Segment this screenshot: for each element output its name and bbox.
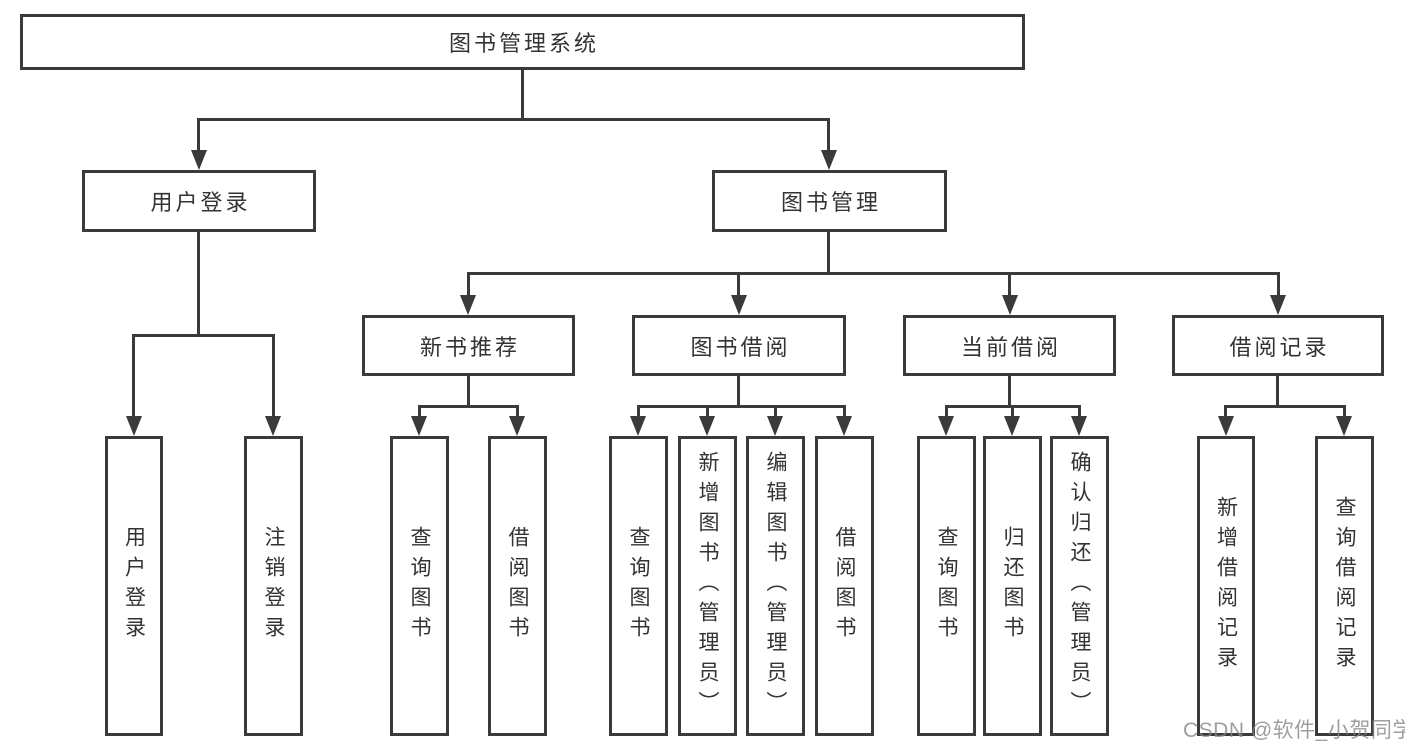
- connector-drop-book-mgmt: [827, 118, 830, 152]
- connector-bb-bus: [637, 405, 845, 408]
- leaf-borrowing-borrow-books: 借阅图书: [815, 436, 874, 736]
- leaf-edit-books-admin-label: 编辑图书（管理员）: [764, 451, 787, 721]
- connector-drop-cb-return: [1011, 405, 1014, 418]
- leaf-borrowing-query-books: 查询图书: [609, 436, 668, 736]
- leaf-recommend-query-books-label: 查询图书: [408, 526, 431, 646]
- arrowhead-leaf-logout: [265, 416, 281, 436]
- leaf-user-login-label: 用户登录: [122, 526, 146, 646]
- arrowhead-cb-confirm: [1071, 416, 1087, 436]
- arrowhead-cb-query: [938, 416, 954, 436]
- arrowhead-new-book-rec: [460, 295, 476, 315]
- leaf-current-query-books: 查询图书: [917, 436, 976, 736]
- leaf-confirm-return-admin-label: 确认归还（管理员）: [1068, 451, 1091, 721]
- arrowhead-bb-query: [630, 416, 646, 436]
- connector-nbr-stem: [467, 375, 470, 407]
- leaf-edit-books-admin: 编辑图书（管理员）: [746, 436, 805, 736]
- leaf-add-books-admin-label: 新增图书（管理员）: [696, 451, 719, 721]
- leaf-confirm-return-admin: 确认归还（管理员）: [1050, 436, 1109, 736]
- leaf-recommend-borrow-books: 借阅图书: [488, 436, 547, 736]
- arrowhead-br-query: [1336, 416, 1352, 436]
- connector-cb-stem: [1008, 375, 1011, 407]
- arrowhead-bb-add: [699, 416, 715, 436]
- leaf-query-borrow-record-label: 查询借阅记录: [1333, 496, 1356, 676]
- leaf-return-books: 归还图书: [983, 436, 1042, 736]
- leaf-borrowing-borrow-books-label: 借阅图书: [833, 526, 856, 646]
- connector-drop-bb-edit: [774, 405, 777, 418]
- connector-drop-book-borrow: [737, 272, 740, 297]
- connector-nbr-bus: [418, 405, 519, 408]
- arrowhead-cb-return: [1004, 416, 1020, 436]
- node-user-login: 用户登录: [82, 170, 316, 232]
- connector-drop-bb-add: [706, 405, 709, 418]
- arrowhead-nbr-query: [411, 416, 427, 436]
- leaf-logout: 注销登录: [244, 436, 303, 736]
- arrowhead-nbr-borrow: [509, 416, 525, 436]
- connector-drop-current-borrow: [1008, 272, 1011, 297]
- connector-drop-bb-borrow: [843, 405, 846, 418]
- arrowhead-current-borrow: [1002, 295, 1018, 315]
- connector-book-mgmt-stem: [827, 231, 830, 274]
- leaf-recommend-query-books: 查询图书: [390, 436, 449, 736]
- arrowhead-borrow-records: [1270, 295, 1286, 315]
- connector-root-stem: [521, 69, 524, 120]
- connector-user-login-stem: [197, 231, 200, 336]
- connector-drop-br-query: [1343, 405, 1346, 418]
- connector-drop-cb-query: [945, 405, 948, 418]
- arrowhead-leaf-user-login: [126, 416, 142, 436]
- node-book-management: 图书管理: [712, 170, 947, 232]
- leaf-logout-label: 注销登录: [262, 526, 285, 646]
- connector-drop-user-login: [197, 118, 200, 152]
- node-library-management-system: 图书管理系统: [20, 14, 1025, 70]
- node-book-borrowing: 图书借阅: [632, 315, 846, 376]
- watermark: CSDN @软件_小贺同学: [1183, 719, 1405, 742]
- connector-drop-nbr-query: [418, 405, 421, 418]
- connector-drop-borrow-records: [1277, 272, 1280, 297]
- connector-drop-cb-confirm: [1078, 405, 1081, 418]
- leaf-add-books-admin: 新增图书（管理员）: [678, 436, 737, 736]
- node-new-book-recommend: 新书推荐: [362, 315, 575, 376]
- node-current-borrowing: 当前借阅: [903, 315, 1116, 376]
- arrowhead-br-add: [1218, 416, 1234, 436]
- arrowhead-user-login: [191, 150, 207, 170]
- leaf-add-borrow-record-label: 新增借阅记录: [1214, 496, 1238, 676]
- leaf-current-query-books-label: 查询图书: [935, 526, 958, 646]
- arrowhead-book-mgmt: [821, 150, 837, 170]
- connector-br-bus: [1224, 405, 1345, 408]
- connector-drop-nbr-borrow: [516, 405, 519, 418]
- leaf-recommend-borrow-books-label: 借阅图书: [506, 526, 529, 646]
- leaf-return-books-label: 归还图书: [1001, 526, 1024, 646]
- arrowhead-bb-edit: [767, 416, 783, 436]
- connector-drop-bb-query: [637, 405, 640, 418]
- connector-bb-stem: [737, 375, 740, 407]
- node-borrowing-records: 借阅记录: [1172, 315, 1384, 376]
- leaf-borrowing-query-books-label: 查询图书: [627, 526, 650, 646]
- connector-drop-new-book-rec: [467, 272, 470, 297]
- arrowhead-bb-borrow: [836, 416, 852, 436]
- connector-br-stem: [1276, 375, 1279, 407]
- connector-user-login-bus: [132, 334, 275, 337]
- leaf-user-login: 用户登录: [105, 436, 163, 736]
- connector-root-bus: [198, 118, 830, 121]
- leaf-add-borrow-record: 新增借阅记录: [1197, 436, 1255, 736]
- connector-book-mgmt-bus: [467, 272, 1280, 275]
- leaf-query-borrow-record: 查询借阅记录: [1315, 436, 1374, 736]
- connector-drop-leaf-logout: [272, 334, 275, 418]
- arrowhead-book-borrow: [731, 295, 747, 315]
- connector-drop-br-add: [1224, 405, 1227, 418]
- connector-drop-leaf-user-login: [132, 334, 135, 418]
